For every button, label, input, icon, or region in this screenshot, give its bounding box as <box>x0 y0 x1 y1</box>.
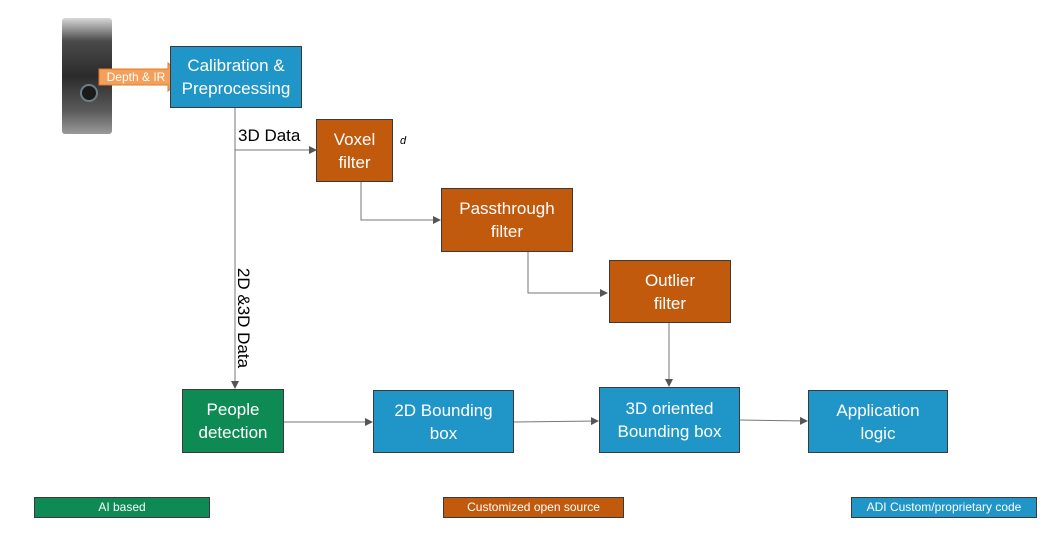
node-outlier-filter: Outlier filter <box>609 260 731 323</box>
label-2d-3d-data: 2D &3D Data <box>234 267 253 369</box>
node-calibration-preprocessing: Calibration & Preprocessing <box>170 46 302 108</box>
legend-ai-based: AI based <box>34 497 210 518</box>
depth-camera-image <box>62 18 112 134</box>
node-application-logic: Application logic <box>808 390 948 453</box>
edge-bbox3d-to-app <box>739 416 808 425</box>
label-3d-data: 3D Data <box>238 126 301 145</box>
node-3d-oriented-bounding-box: 3D oriented Bounding box <box>599 387 740 453</box>
input-arrow-label: Depth & IR <box>106 70 166 84</box>
edge-voxel-to-passthrough <box>360 182 441 224</box>
node-2d-bounding-box: 2D Bounding box <box>373 390 514 453</box>
legend-customized-open-source: Customized open source <box>443 497 624 518</box>
edge-passthrough-to-outlier <box>527 252 608 297</box>
node-voxel-filter: Voxel filter <box>316 119 393 182</box>
legend-adi-custom-code: ADI Custom/proprietary code <box>851 497 1037 518</box>
label-d-note: d <box>400 135 407 147</box>
camera-lens-icon <box>80 84 98 102</box>
node-passthrough-filter: Passthrough filter <box>441 188 573 252</box>
edge-bbox2d-to-bbox3d <box>513 417 599 426</box>
node-people-detection: People detection <box>182 389 284 453</box>
